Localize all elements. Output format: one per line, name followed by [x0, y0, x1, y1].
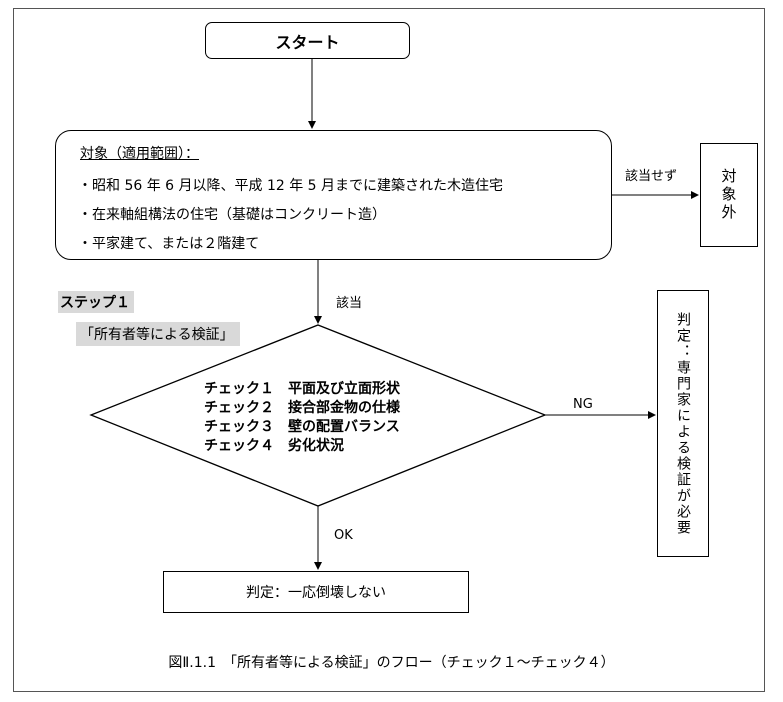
check-item: チェック３ 壁の配置バランス — [204, 419, 400, 435]
expert-result-label: 判定：専門家による検証が必要 — [675, 311, 691, 536]
figure-caption: 図Ⅱ.1.1 「所有者等による検証」のフロー（チェック１～チェック４） — [168, 655, 615, 671]
check-list: チェック１ 平面及び立面形状 チェック２ 接合部金物の仕様 チェック３ 壁の配置… — [204, 380, 400, 456]
ok-label: OK — [334, 528, 353, 543]
scope-item: ・平家建て、または２階建て — [78, 236, 260, 252]
scope-item: ・在来軸組構法の住宅（基礎はコンクリート造） — [78, 207, 386, 223]
ok-result-label: 判定：一応倒壊しない — [246, 585, 386, 601]
excluded-box: 対象外 — [700, 143, 758, 247]
start-box: スタート — [205, 22, 410, 59]
step-subtitle: 「所有者等による検証」 — [76, 322, 240, 346]
result-box: 判定：一応倒壊しない — [163, 571, 469, 613]
scope-box: 対象（適用範囲）： ・昭和 56 年 6 月以降、平成 12 年 5 月までに建… — [55, 130, 612, 260]
figure-frame — [13, 8, 765, 692]
step-label: ステップ１ — [58, 291, 134, 313]
ng-label: NG — [573, 397, 593, 412]
check-item: チェック１ 平面及び立面形状 — [204, 381, 400, 397]
start-label: スタート — [275, 32, 340, 52]
expert-verification-box: 判定：専門家による検証が必要 — [657, 290, 709, 557]
check-item: チェック４ 劣化状況 — [204, 438, 344, 454]
excluded-label: 対象外 — [719, 168, 738, 222]
applicable-label: 該当 — [336, 296, 363, 311]
check-item: チェック２ 接合部金物の仕様 — [204, 400, 400, 416]
not-applicable-label: 該当せず — [625, 169, 678, 184]
scope-title: 対象（適用範囲）： — [80, 146, 199, 162]
scope-item: ・昭和 56 年 6 月以降、平成 12 年 5 月までに建築された木造住宅 — [78, 178, 504, 194]
